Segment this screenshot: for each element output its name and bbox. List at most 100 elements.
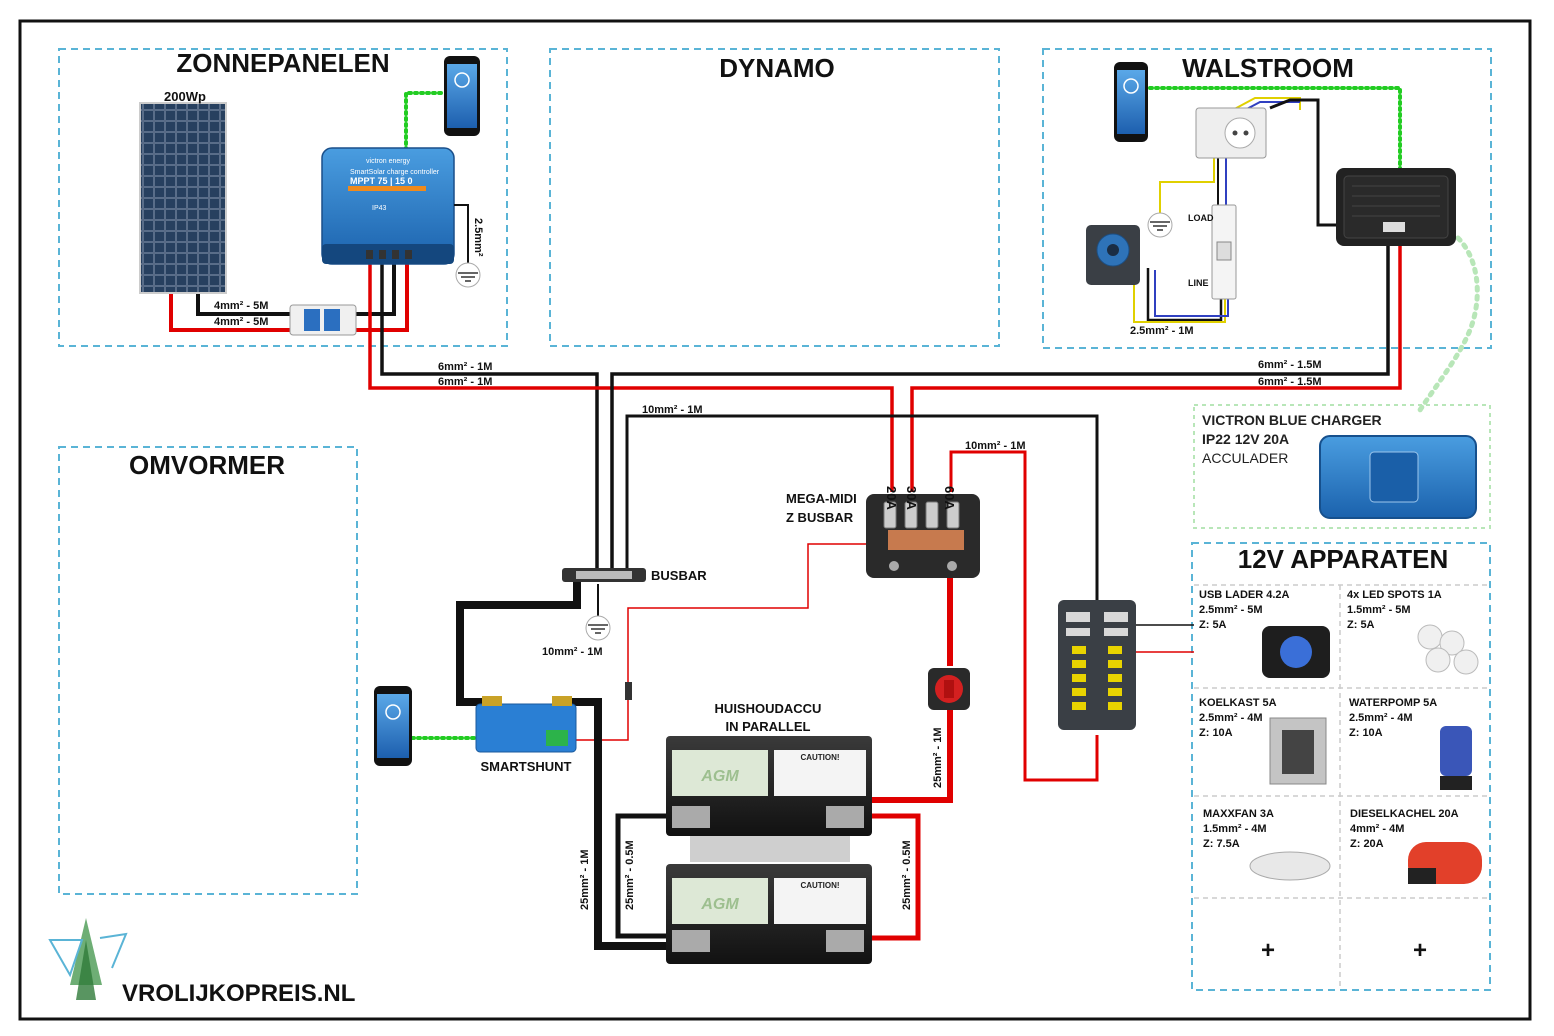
panel-cable-red: 4mm² - 5M bbox=[214, 316, 268, 328]
blue-charger bbox=[1336, 168, 1456, 246]
section-box-charger bbox=[1193, 404, 1491, 529]
charger-line1: VICTRON BLUE CHARGER bbox=[1202, 412, 1382, 428]
title-zonnepanelen: ZONNEPANELEN bbox=[176, 48, 389, 78]
section-box-omvormer bbox=[58, 446, 358, 895]
charger-line3: ACCULADER bbox=[1202, 450, 1288, 466]
svg-text:Z: 10A: Z: 10A bbox=[1199, 727, 1233, 739]
busbar-fuse-cable: 10mm² - 1M bbox=[642, 404, 703, 416]
mppt-cable-black: 6mm² - 1M bbox=[438, 361, 492, 373]
svg-text:2.5mm² - 4M: 2.5mm² - 4M bbox=[1349, 712, 1413, 724]
battery-black-cable: 25mm² - 0.5M bbox=[624, 840, 636, 910]
busbar-label: BUSBAR bbox=[651, 568, 707, 583]
device-koelkast: KOELKAST 5A 2.5mm² - 4M Z: 10A bbox=[1199, 697, 1327, 785]
solar-breaker bbox=[289, 304, 357, 336]
svg-text:DIESELKACHEL 20A: DIESELKACHEL 20A bbox=[1350, 808, 1459, 820]
svg-text:USB LADER 4.2A: USB LADER 4.2A bbox=[1199, 589, 1290, 601]
section-box-apparaten bbox=[1191, 542, 1491, 991]
load-label: LOAD bbox=[1188, 213, 1214, 223]
phone-icon bbox=[444, 56, 480, 136]
fuse-60a: 60A bbox=[942, 486, 957, 510]
bluetooth-link-charger bbox=[1148, 86, 1402, 180]
solar-panel bbox=[139, 102, 227, 294]
title-omvormer: OMVORMER bbox=[129, 450, 285, 480]
dotted-link-charger-photo bbox=[1417, 235, 1480, 413]
shunt-battery-cable: 25mm² - 1M bbox=[579, 849, 591, 910]
battery-switch bbox=[928, 668, 970, 710]
svg-text:Z: 10A: Z: 10A bbox=[1349, 727, 1383, 739]
rcbo-breaker bbox=[1211, 204, 1237, 300]
svg-text:2.5mm² - 4M: 2.5mm² - 4M bbox=[1199, 712, 1263, 724]
svg-text:1.5mm² - 5M: 1.5mm² - 5M bbox=[1347, 604, 1411, 616]
outer-frame bbox=[18, 19, 1532, 1021]
mppt-ip: IP43 bbox=[372, 205, 387, 212]
device-usb-lader: USB LADER 4.2A 2.5mm² - 5M Z: 5A bbox=[1199, 589, 1330, 678]
ground-icon bbox=[1147, 212, 1173, 238]
device-maxxfan: MAXXFAN 3A 1.5mm² - 4M Z: 7.5A bbox=[1203, 808, 1331, 881]
battery-label2: IN PARALLEL bbox=[726, 719, 811, 734]
bluetooth-link-mppt bbox=[404, 91, 446, 152]
svg-text:4mm² - 4M: 4mm² - 4M bbox=[1350, 823, 1404, 835]
mppt-cable-red: 6mm² - 1M bbox=[438, 376, 492, 388]
svg-text:MAXXFAN 3A: MAXXFAN 3A bbox=[1203, 808, 1274, 820]
shore-cable: 2.5mm² - 1M bbox=[1130, 325, 1194, 337]
add-device-plus-left: + bbox=[1261, 937, 1275, 964]
device-dieselkachel: DIESELKACHEL 20A 4mm² - 4M Z: 20A bbox=[1350, 808, 1482, 884]
panel-label: 200Wp bbox=[164, 89, 206, 104]
smartshunt-label: SMARTSHUNT bbox=[481, 759, 572, 774]
battery-bottom bbox=[666, 864, 872, 964]
charger-cable-black: 6mm² - 1.5M bbox=[1258, 359, 1322, 371]
fuse-block-label1: MEGA-MIDI bbox=[786, 491, 857, 506]
battery-label1: HUISHOUDACCU bbox=[715, 701, 822, 716]
phone-icon bbox=[1114, 62, 1148, 142]
switch-battery-cable: 25mm² - 1M bbox=[932, 727, 944, 788]
mppt-controller bbox=[321, 147, 455, 265]
mppt-line1: SmartSolar charge controller bbox=[350, 169, 440, 176]
phone-icon bbox=[374, 686, 412, 766]
charger-photo bbox=[1319, 435, 1477, 519]
tree-logo-icon bbox=[48, 918, 128, 1000]
mppt-brand: victron energy bbox=[366, 158, 410, 165]
device-waterpomp: WATERPOMP 5A 2.5mm² - 4M Z: 10A bbox=[1349, 697, 1472, 790]
battery-top bbox=[666, 736, 872, 836]
busbar-component bbox=[562, 568, 646, 582]
battery-caution-bottom: CAUTION! bbox=[800, 881, 839, 890]
brand-text: VROLIJKOPREIS.NL bbox=[122, 980, 355, 1007]
ground-icon bbox=[585, 615, 611, 641]
device-led-spots: 4x LED SPOTS 1A 1.5mm² - 5M Z: 5A bbox=[1347, 589, 1479, 675]
line-label: LINE bbox=[1188, 278, 1209, 288]
svg-text:Z: 5A: Z: 5A bbox=[1347, 619, 1375, 631]
ground-cable: 10mm² - 1M bbox=[542, 646, 603, 658]
svg-text:4x LED SPOTS 1A: 4x LED SPOTS 1A bbox=[1347, 589, 1442, 601]
svg-text:Z: 5A: Z: 5A bbox=[1199, 619, 1227, 631]
title-dynamo: DYNAMO bbox=[719, 53, 835, 83]
battery-brand-bottom: AGM bbox=[700, 896, 739, 913]
panel-cable-black: 4mm² - 5M bbox=[214, 300, 268, 312]
fuse-box-12v bbox=[1058, 600, 1136, 730]
mega-midi-fuse-holder bbox=[866, 494, 980, 578]
fuse-20a: 20A bbox=[884, 486, 899, 510]
smartshunt-component bbox=[475, 696, 577, 753]
section-box-dynamo bbox=[549, 48, 1000, 347]
wall-socket bbox=[1195, 107, 1267, 159]
battery-spacer bbox=[690, 836, 850, 862]
battery-caution-top: CAUTION! bbox=[800, 753, 839, 762]
svg-text:Z: 7.5A: Z: 7.5A bbox=[1203, 838, 1240, 850]
mppt-ground-cable: 2.5mm² bbox=[472, 218, 484, 257]
svg-text:2.5mm² - 5M: 2.5mm² - 5M bbox=[1199, 604, 1263, 616]
charger-cable-red: 6mm² - 1.5M bbox=[1258, 376, 1322, 388]
section-box-walstroom bbox=[1042, 48, 1492, 349]
charger-line2: IP22 12V 20A bbox=[1202, 431, 1289, 447]
add-device-plus-right: + bbox=[1413, 937, 1427, 964]
battery-brand-top: AGM bbox=[700, 768, 739, 785]
ground-icon bbox=[455, 262, 481, 288]
svg-text:WATERPOMP 5A: WATERPOMP 5A bbox=[1349, 697, 1437, 709]
fuse-box-cable: 10mm² - 1M bbox=[965, 440, 1026, 452]
fuse-block-label2: Z BUSBAR bbox=[786, 510, 854, 525]
svg-text:KOELKAST 5A: KOELKAST 5A bbox=[1199, 697, 1277, 709]
inline-fuse bbox=[625, 682, 632, 700]
title-apparaten: 12V APPARATEN bbox=[1238, 544, 1448, 574]
battery-red-cable: 25mm² - 0.5M bbox=[901, 840, 913, 910]
title-walstroom: WALSTROOM bbox=[1182, 53, 1354, 83]
svg-text:1.5mm² - 4M: 1.5mm² - 4M bbox=[1203, 823, 1267, 835]
